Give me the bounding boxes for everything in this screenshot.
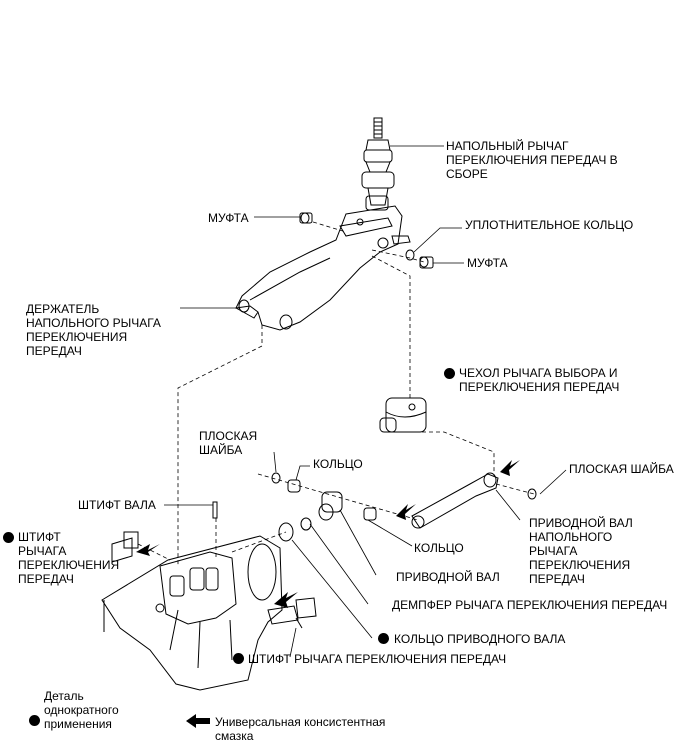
grease-arrow-icon	[500, 460, 520, 476]
label-shaft-pin: ШТИФТ ВАЛА	[78, 498, 156, 512]
label-flat-washer-right: ПЛОСКАЯ ШАЙБА	[569, 462, 674, 476]
shift-lever-assembly	[361, 117, 395, 211]
transmission-housing	[101, 535, 283, 691]
non-reusable-bullet-icon	[378, 633, 389, 644]
legend-non-reusable-text: Деталь однократного применения	[44, 689, 119, 731]
grease-arrow-icon	[136, 544, 160, 556]
bushing-left	[299, 212, 313, 224]
ring-left	[287, 479, 301, 493]
lever-pin-left-part	[111, 531, 139, 563]
non-reusable-bullet-icon	[233, 653, 244, 664]
ring-middle	[363, 507, 377, 521]
label-damper: ДЕМПФЕР РЫЧАГА ПЕРЕКЛЮЧЕНИЯ ПЕРЕДАЧ	[392, 598, 668, 612]
label-flat-washer-left: ПЛОСКАЯ ШАЙБА	[199, 429, 258, 457]
label-drive-shaft-assembly: ПРИВОДНОЙ ВАЛ НАПОЛЬНОГО РЫЧАГА ПЕРЕКЛЮЧ…	[529, 516, 633, 586]
label-drive-shaft-ring: КОЛЬЦО ПРИВОДНОГО ВАЛА	[394, 632, 566, 646]
label-lever-pin-bottom: ШТИФТ РЫЧАГА ПЕРЕКЛЮЧЕНИЯ ПЕРЕДАЧ	[248, 652, 507, 666]
drive-shaft-ring-part	[278, 517, 312, 542]
shift-boot	[379, 397, 427, 433]
non-reusable-bullet-icon	[444, 368, 455, 379]
grease-arrow-icon	[396, 504, 416, 520]
label-drive-shaft: ПРИВОДНОЙ ВАЛ	[396, 570, 500, 584]
label-lever-pin-left: ШТИФТ РЫЧАГА ПЕРЕКЛЮЧЕНИЯ ПЕРЕДАЧ	[18, 530, 120, 586]
label-boot: ЧЕХОЛ РЫЧАГА ВЫБОРА И ПЕРЕКЛЮЧЕНИЯ ПЕРЕД…	[459, 366, 620, 394]
label-ring-middle: КОЛЬЦО	[414, 541, 464, 555]
drive-shaft-assembly-part	[411, 472, 499, 529]
lever-pin-bottom-part	[267, 597, 317, 629]
label-bushing-right: МУФТА	[467, 256, 508, 270]
legend-grease-arrow-icon	[186, 714, 210, 728]
legend-non-reusable-icon	[29, 715, 40, 726]
label-o-ring: УПЛОТНИТЕЛЬНОЕ КОЛЬЦО	[465, 218, 634, 232]
label-ring-left: КОЛЬЦО	[313, 457, 363, 471]
shaft-pin-part	[212, 501, 218, 519]
non-reusable-bullet-icon	[3, 532, 14, 543]
damper-part	[318, 491, 343, 521]
legend-grease-text: Универсальная консистентная смазка	[215, 715, 386, 743]
label-retainer: ДЕРЖАТЕЛЬ НАПОЛЬНОГО РЫЧАГА ПЕРЕКЛЮЧЕНИЯ…	[26, 302, 161, 358]
label-floor-shift-lever: НАПОЛЬНЫЙ РЫЧАГ ПЕРЕКЛЮЧЕНИЯ ПЕРЕДАЧ В С…	[446, 139, 618, 181]
grease-arrow-icon	[274, 592, 298, 608]
label-bushing-left: МУФТА	[208, 211, 249, 225]
o-ring	[405, 249, 415, 261]
bushing-right	[419, 256, 434, 269]
flat-washer-right	[527, 488, 537, 500]
shift-lever-retainer	[235, 205, 411, 331]
